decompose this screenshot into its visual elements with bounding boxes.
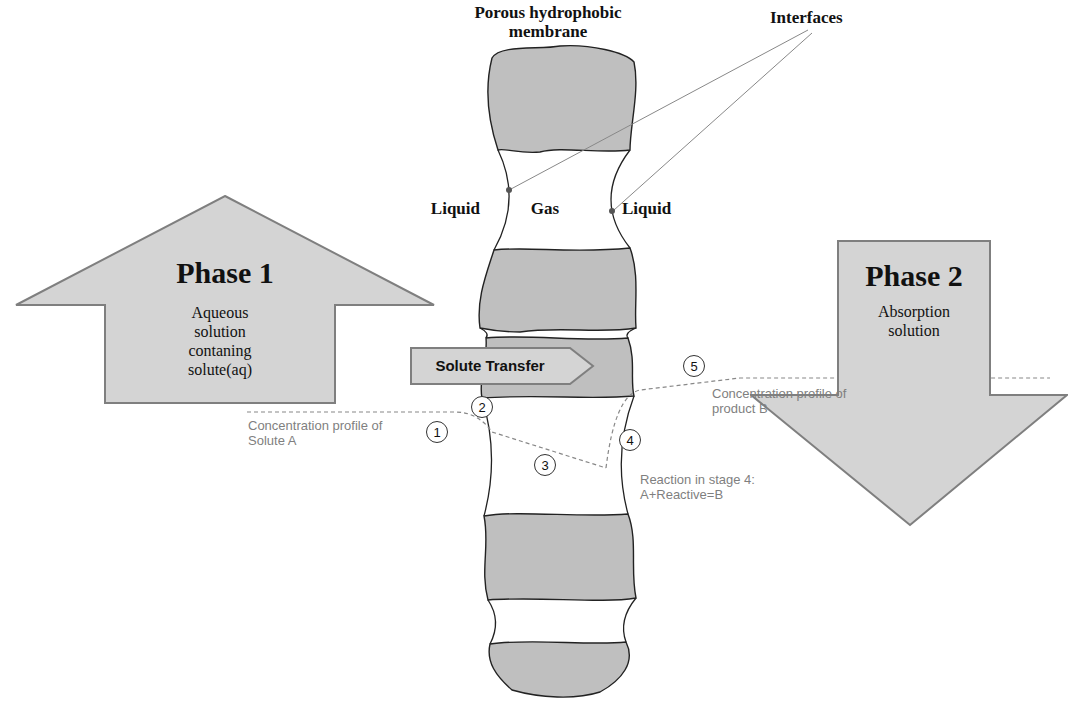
callout-circle: 2 — [471, 396, 493, 418]
callout-circle: 3 — [534, 454, 556, 476]
callout-number: 4 — [626, 433, 633, 448]
callout-number: 3 — [541, 458, 548, 473]
phase-description: Aqueous solution contaning solute(aq) — [170, 303, 270, 379]
interfaces-label: Interfaces — [770, 8, 890, 28]
phase-description: Absorption solution — [864, 302, 964, 340]
interface-leaders — [511, 30, 812, 210]
profile-label: Concentration profile of product B — [712, 386, 862, 416]
callout-circle: 4 — [619, 429, 641, 451]
profile-label: Concentration profile of Solute A — [248, 418, 398, 448]
reaction-note: Reaction in stage 4: A+Reactive=B — [640, 472, 780, 502]
callout-circle: 5 — [683, 355, 705, 377]
membrane-title: Porous hydrophobic membrane — [458, 3, 638, 41]
phase-title: Phase 2 — [838, 258, 990, 294]
phase-state-label: Gas — [520, 199, 570, 219]
phase-state-label: Liquid — [622, 199, 712, 219]
phase-state-label: Liquid — [390, 199, 480, 219]
callout-number: 2 — [478, 400, 485, 415]
callout-number: 5 — [690, 359, 697, 374]
callout-number: 1 — [433, 425, 440, 440]
transfer-label: Solute Transfer — [410, 348, 570, 384]
transfer-arrow: Solute Transfer — [410, 347, 595, 385]
callout-circle: 1 — [426, 421, 448, 443]
pore-menisci — [480, 150, 636, 644]
interface-dots — [506, 187, 615, 214]
phase-arrow: Phase 2 Absorption solution — [750, 240, 1068, 527]
phase-arrow: Phase 1 Aqueous solution contaning solute… — [15, 195, 435, 405]
phase-title: Phase 1 — [15, 255, 435, 291]
